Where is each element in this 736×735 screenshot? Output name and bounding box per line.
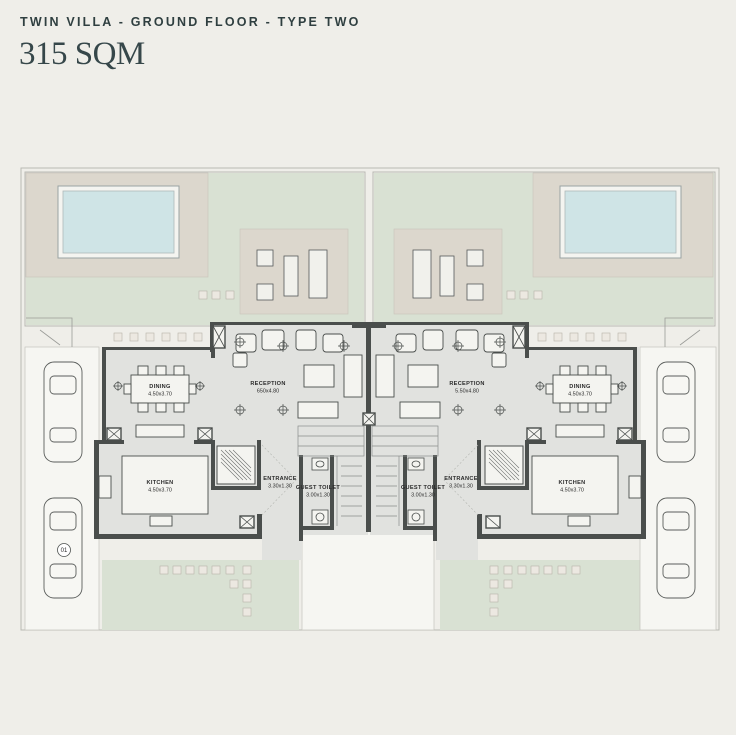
room-labels-right: DINING 4.50x3.70 RECEPTION 5.50x4.80 KIT… [401,381,592,499]
reception-label-right: RECEPTION [449,381,484,387]
guest-toilet-label-left: GUEST TOILET [296,485,340,491]
reception-label-left: RECEPTION [250,381,285,387]
swimming-pool [57,185,682,259]
kitchen-counter [98,455,642,527]
guest-toilet-dim-left: 3.00x1.30 [306,493,330,499]
stepping-stones [113,290,627,617]
entrance-dim-left: 3.30x1.30 [268,484,292,490]
entrance-path [261,444,479,516]
column-cross [106,325,633,529]
car [43,361,696,599]
lift-hatch [220,449,520,481]
room-labels-left: DINING 4.50x3.70 RECEPTION 650x4.80 KITC… [147,381,341,499]
guest-toilet-label-right: GUEST TOILET [401,485,445,491]
kitchen-dim-right: 4.50x3.70 [560,488,584,494]
kitchen-dim-left: 4.50x3.70 [148,488,172,494]
kitchen-label-left: KITCHEN [147,480,174,486]
dining-label-right: DINING [569,384,590,390]
entrance-dim-right: 3.30x1.30 [449,484,473,490]
kitchen-label-right: KITCHEN [559,480,586,486]
walls [94,322,646,541]
ceiling-light [113,336,627,416]
reception-dim-left: 650x4.80 [257,389,279,395]
guest-toilet-dim-right: 3.00x1.30 [411,493,435,499]
svg-text:01: 01 [61,548,68,554]
staircase [297,425,439,526]
outdoor-seating [256,249,484,301]
dining-label-left: DINING [149,384,170,390]
toilet-fixture [311,457,425,525]
dining-dim-right: 4.50x3.70 [568,392,592,398]
entrance-label-left: ENTRANCE [263,476,296,482]
reception-sofa [232,329,507,419]
dining-table [123,365,619,438]
plan-subtitle: TWIN VILLA - GROUND FLOOR - TYPE TWO [20,15,361,29]
dining-dim-left: 4.50x3.70 [148,392,172,398]
entrance-label-right: ENTRANCE [444,476,477,482]
parking-marker: 01 [57,543,71,557]
total-area: 315 SQM [19,36,145,72]
gate-posts [26,317,713,347]
reception-dim-right: 5.50x4.80 [455,389,479,395]
